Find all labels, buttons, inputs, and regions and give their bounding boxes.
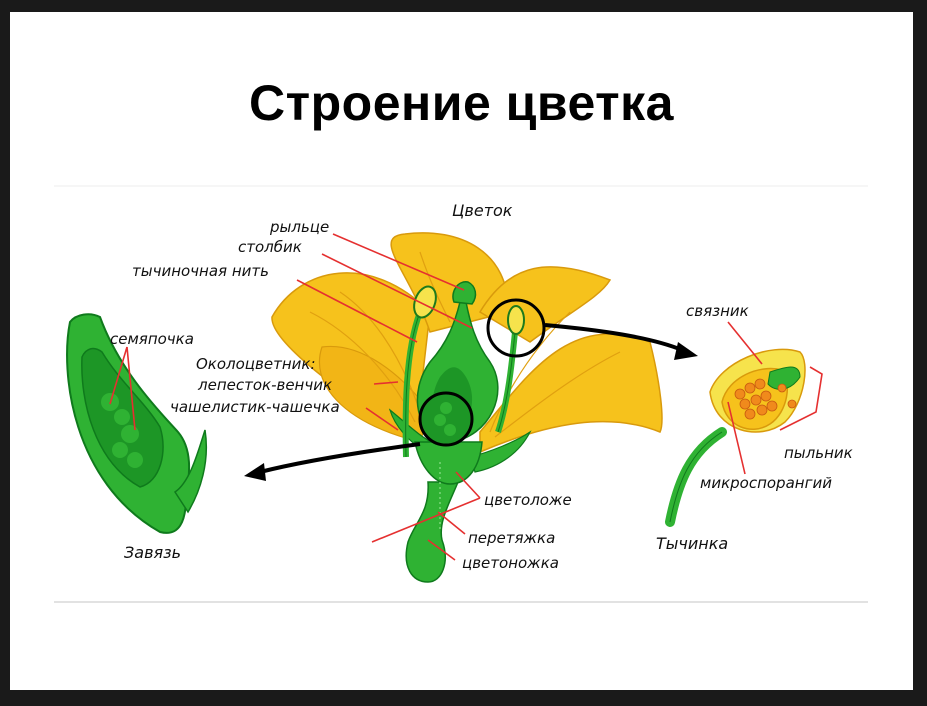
label-filament: тычиночная нить bbox=[132, 262, 269, 280]
pedicel-shape bbox=[406, 482, 458, 582]
label-receptacle: цветоложе bbox=[484, 491, 572, 509]
label-sepal-calyx: чашелистик-чашечка bbox=[170, 398, 340, 416]
anther-right bbox=[508, 306, 524, 334]
label-petal-corolla: лепесток-венчик bbox=[197, 376, 332, 394]
flower-structure-diagram: Цветок рыльце столбик тычиночная нить се… bbox=[10, 12, 913, 690]
label-flower: Цветок bbox=[452, 201, 513, 220]
stamen-drawing bbox=[670, 349, 822, 522]
zoom-circle-ovary bbox=[420, 393, 472, 445]
label-microsporangium: микроспорангий bbox=[700, 474, 832, 492]
slide: Строение цветка bbox=[10, 12, 913, 690]
label-style: столбик bbox=[238, 238, 302, 256]
label-anther: пыльник bbox=[784, 444, 853, 462]
label-constriction: перетяжка bbox=[468, 529, 555, 547]
arrow-to-stamen-head bbox=[674, 342, 698, 360]
label-ovary: Завязь bbox=[124, 543, 181, 562]
arrow-to-ovary-head bbox=[244, 463, 266, 481]
label-stamen: Тычинка bbox=[656, 534, 728, 553]
label-connective: связник bbox=[686, 302, 749, 320]
label-pedicel: цветоножка bbox=[462, 554, 559, 572]
label-perianth: Околоцветник: bbox=[196, 355, 316, 373]
label-ovule: семяпочка bbox=[110, 330, 194, 348]
arrow-to-ovary bbox=[260, 444, 420, 472]
label-stigma: рыльце bbox=[269, 218, 329, 236]
receptacle-shape bbox=[415, 442, 482, 484]
